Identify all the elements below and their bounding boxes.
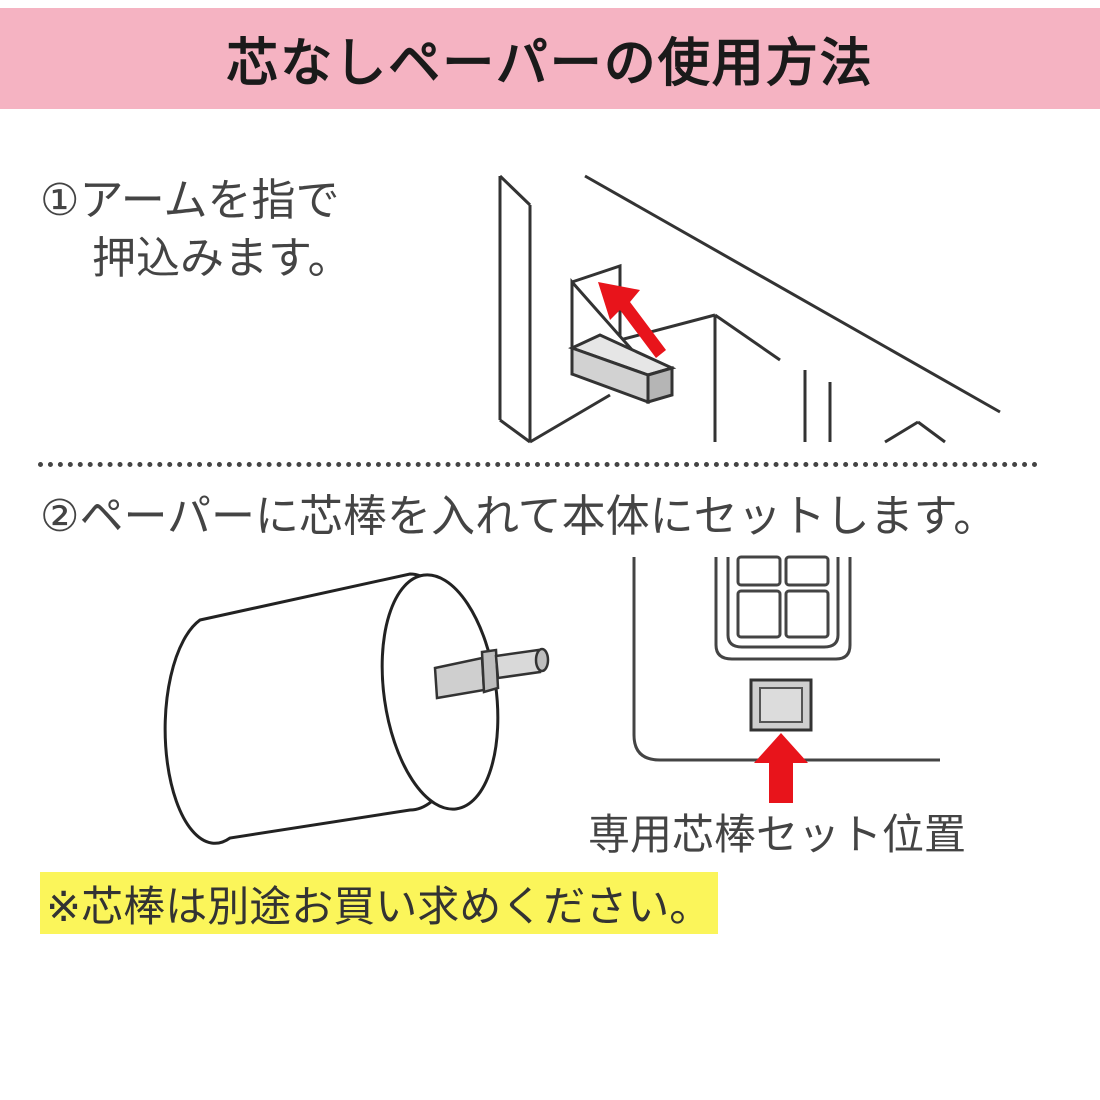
- section-divider: [38, 462, 1038, 467]
- paper-roll-illustration: [163, 572, 550, 845]
- step1-instruction: ①アームを指で 押込みます。: [40, 172, 352, 288]
- set-position-arrow-icon: [754, 733, 808, 803]
- core-rod: [433, 647, 550, 700]
- page-title: 芯なしペーパーの使用方法: [226, 34, 874, 94]
- core-set-slot: [749, 678, 813, 732]
- note-text: ※芯棒は別途お買い求めください。: [46, 881, 712, 931]
- note-banner: ※芯棒は別途お買い求めください。: [40, 872, 718, 934]
- core-set-position-label: 専用芯棒セット位置: [588, 810, 967, 859]
- push-arrow-icon: [598, 282, 666, 358]
- step2-instruction: ②ペーパーに芯棒を入れて本体にセットします。: [40, 491, 998, 542]
- arm-block: [568, 278, 677, 405]
- holder-body-illustration: [632, 555, 940, 803]
- holder-arm-illustration: [498, 174, 1001, 444]
- step1-line2: 押込みます。: [92, 233, 352, 284]
- title-banner: 芯なしペーパーの使用方法: [0, 8, 1100, 109]
- step1-line1: ①アームを指で: [40, 175, 340, 226]
